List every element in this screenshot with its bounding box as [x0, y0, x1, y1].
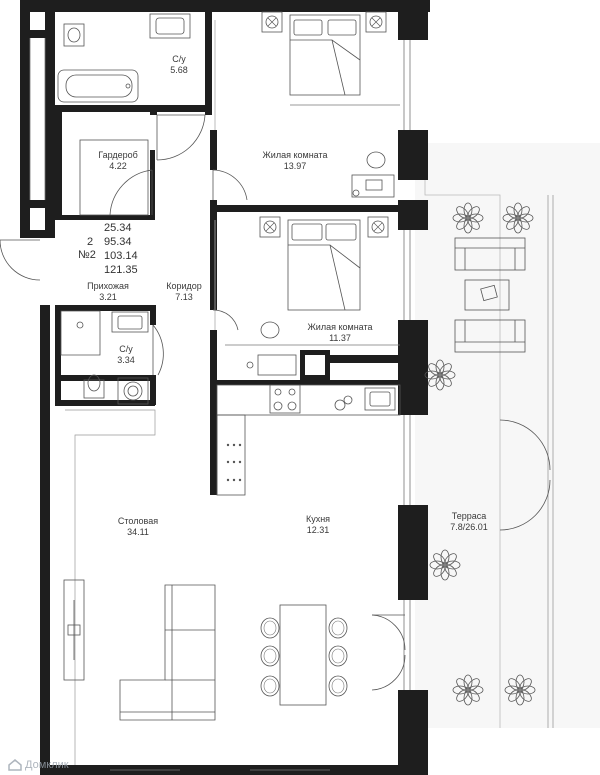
- area-full: 121.35: [104, 264, 138, 276]
- bed-icon: [289, 14, 361, 96]
- wardrobe-closet: [79, 139, 149, 216]
- table-icon: [464, 279, 510, 311]
- washing-machine-icon: [117, 377, 149, 405]
- sink-icon: [111, 311, 149, 333]
- bathtub-icon: [57, 69, 139, 103]
- apartment-info: 2 №2 25.34 95.34 103.14 121.35: [74, 222, 140, 278]
- bench-icon: [454, 237, 526, 353]
- cooktop-dots: [226, 443, 242, 482]
- watermark: Домклик: [8, 759, 69, 771]
- bed-icon: [287, 219, 361, 311]
- desk-icon: [351, 151, 395, 198]
- area-total: 95.34: [104, 236, 132, 248]
- table-icon: [279, 604, 327, 706]
- door-icon: [0, 114, 551, 691]
- nightstand-icon: [261, 11, 283, 33]
- watermark-text: Домклик: [25, 759, 69, 771]
- toilet-icon: [63, 23, 85, 47]
- windows: [29, 20, 411, 771]
- desk-icon: [246, 321, 297, 376]
- chair-icon: [260, 617, 280, 639]
- cups-icon: [334, 395, 353, 411]
- area-with-terrace: 103.14: [104, 250, 138, 262]
- chair-icon: [260, 675, 280, 697]
- logo-icon: [8, 759, 22, 771]
- sink-icon: [364, 387, 396, 411]
- shower-icon: [60, 310, 101, 356]
- chair-icon: [328, 675, 348, 697]
- nightstand-icon: [367, 216, 389, 238]
- tv-unit: [63, 579, 85, 681]
- stove-icon: [269, 384, 301, 414]
- apartment-number: №2: [78, 249, 96, 261]
- sink-icon: [149, 13, 191, 39]
- toilet-icon: [83, 374, 105, 399]
- chair-icon: [328, 617, 348, 639]
- terrace-area: [415, 143, 600, 728]
- area-living: 25.34: [104, 222, 132, 234]
- chair-icon: [260, 645, 280, 667]
- chair-icon: [328, 645, 348, 667]
- kitchen-counter: [216, 384, 401, 496]
- sofa-icon: [119, 584, 216, 721]
- rooms-count: 2: [87, 236, 94, 248]
- walls: [20, 0, 430, 775]
- nightstand-icon: [259, 216, 281, 238]
- floor-outline: [65, 409, 156, 765]
- nightstand-icon: [365, 11, 387, 33]
